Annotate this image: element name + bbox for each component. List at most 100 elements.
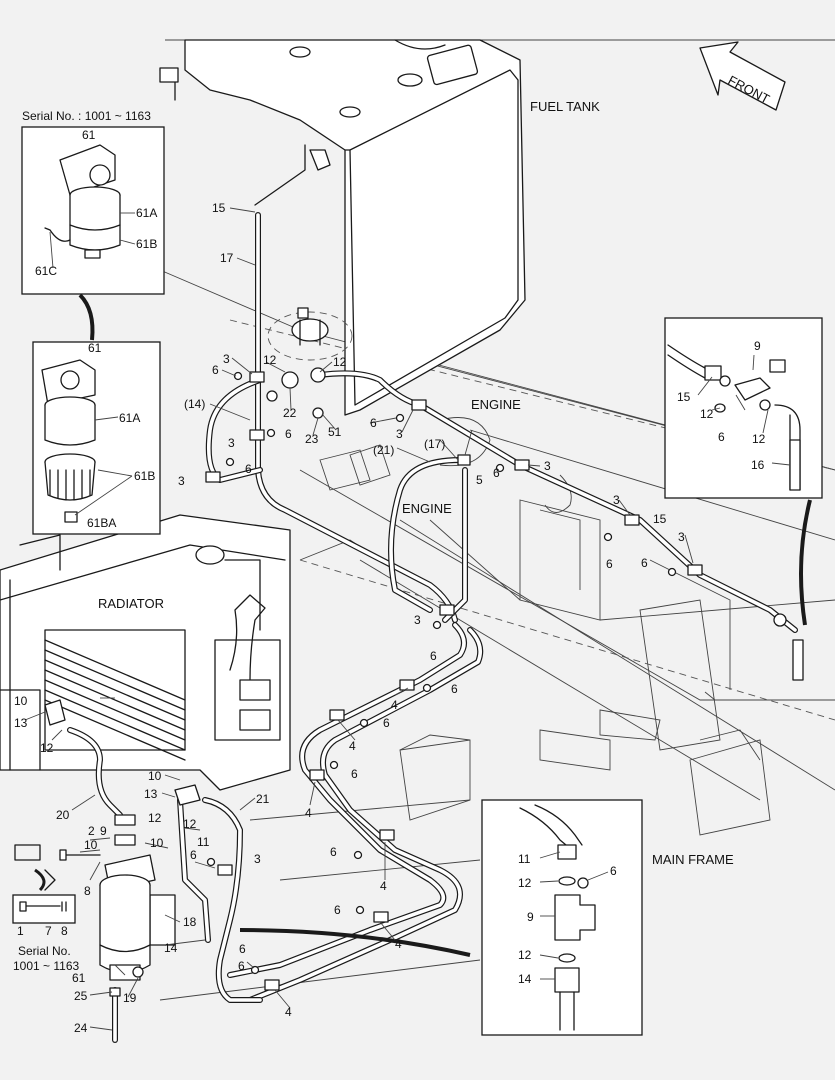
- callout: 3: [178, 474, 185, 488]
- callout: 24: [74, 1021, 88, 1035]
- callout: 61: [88, 341, 102, 355]
- callout: 14: [518, 972, 532, 986]
- callout: 14: [164, 941, 178, 955]
- callout: 12: [700, 407, 714, 421]
- callout: 18: [183, 915, 197, 929]
- callout: 12: [183, 817, 197, 831]
- front-arrow: [699, 41, 786, 111]
- callout: 10: [150, 836, 164, 850]
- callout: 61C: [35, 264, 57, 278]
- callout: 4: [380, 879, 387, 893]
- callout: 2: [88, 824, 95, 838]
- callout: 9: [754, 339, 761, 353]
- callout: 13: [144, 787, 158, 801]
- callout: 3: [396, 427, 403, 441]
- bolt-serial-inset: [12, 894, 76, 924]
- callout: 3: [613, 493, 620, 507]
- callout: 5: [476, 473, 483, 487]
- label-serial-bottom-2: 1001 ~ 1163: [13, 959, 80, 973]
- callout: 1: [17, 924, 24, 938]
- callout: 17: [220, 251, 234, 265]
- callout: 6: [718, 430, 725, 444]
- callout: 3: [678, 530, 685, 544]
- callout: 13: [14, 716, 28, 730]
- callout: 3: [414, 613, 421, 627]
- callout: 7: [45, 924, 52, 938]
- callout: 6: [430, 649, 437, 663]
- callout: 6: [330, 845, 337, 859]
- callout: 61B: [134, 469, 155, 483]
- callout: 3: [228, 436, 235, 450]
- callout: 4: [395, 937, 402, 951]
- callout: 6: [383, 716, 390, 730]
- callout: 4: [391, 698, 398, 712]
- callout: 25: [74, 989, 88, 1003]
- callout: (21): [373, 443, 394, 457]
- callout: 61A: [136, 206, 157, 220]
- bolts: [206, 371, 677, 975]
- callout: 6: [238, 959, 245, 973]
- callout-numbers: 61 61A 61B 61C 61 61A 61B 61BA 15 17 3 6…: [14, 128, 766, 1035]
- label-engine-top: ENGINE: [471, 397, 521, 412]
- callout: 3: [254, 852, 261, 866]
- callout: 4: [349, 739, 356, 753]
- callout: 61A: [119, 411, 140, 425]
- callout: 15: [653, 512, 667, 526]
- label-radiator: RADIATOR: [98, 596, 164, 611]
- callout: 12: [40, 741, 54, 755]
- callout: 9: [100, 824, 107, 838]
- callout: 15: [212, 201, 226, 215]
- label-main-frame: MAIN FRAME: [652, 852, 734, 867]
- callout: 10: [14, 694, 28, 708]
- callout: 6: [212, 363, 219, 377]
- fuel-tank: [159, 39, 526, 416]
- sender-flange: [267, 307, 353, 361]
- callout: 12: [148, 811, 162, 825]
- callout: 11: [197, 835, 210, 849]
- callout: 23: [305, 432, 319, 446]
- fuel-filter-assembly: [14, 699, 201, 997]
- inset-detail-main-frame: [481, 799, 643, 1036]
- callout: 19: [123, 991, 137, 1005]
- callout: 6: [610, 864, 617, 878]
- inset-leaders: [34, 293, 812, 957]
- callout: 8: [61, 924, 68, 938]
- callout: 6: [285, 427, 292, 441]
- callout: 11: [518, 852, 531, 866]
- callout: 12: [263, 353, 277, 367]
- callout: 16: [751, 458, 765, 472]
- callout-leaders: [24, 207, 791, 1031]
- radiator: [0, 514, 291, 791]
- callout: 6: [493, 466, 500, 480]
- callout: (14): [184, 397, 205, 411]
- callout: 61BA: [87, 516, 116, 530]
- callout: 9: [527, 910, 534, 924]
- callout: 6: [606, 557, 613, 571]
- callout: 3: [223, 352, 230, 366]
- callout: 12: [333, 355, 347, 369]
- callout: 6: [351, 767, 358, 781]
- callout: 51: [328, 425, 342, 439]
- callout: 21: [256, 792, 270, 806]
- callout: 6: [370, 416, 377, 430]
- callout: 12: [518, 948, 532, 962]
- callout: 3: [544, 459, 551, 473]
- callout: 6: [245, 462, 252, 476]
- callout: 12: [752, 432, 766, 446]
- callout: 10: [84, 838, 98, 852]
- callout: 6: [451, 682, 458, 696]
- fuel-hoses: [67, 212, 798, 1043]
- callout: 4: [305, 806, 312, 820]
- label-serial-bottom-1: Serial No.: [18, 944, 71, 958]
- callout: 61: [72, 971, 86, 985]
- callout: 20: [56, 808, 70, 822]
- callout: 4: [285, 1005, 292, 1019]
- labels: FUEL TANK FRONT ENGINE ENGINE RADIATOR M…: [13, 72, 772, 973]
- label-fuel-tank: FUEL TANK: [530, 99, 600, 114]
- callout: 6: [334, 903, 341, 917]
- label-serial-top: Serial No. : 1001 ~ 1163: [22, 109, 151, 123]
- inset-filter-serial: [21, 126, 165, 295]
- callout: 61B: [136, 237, 157, 251]
